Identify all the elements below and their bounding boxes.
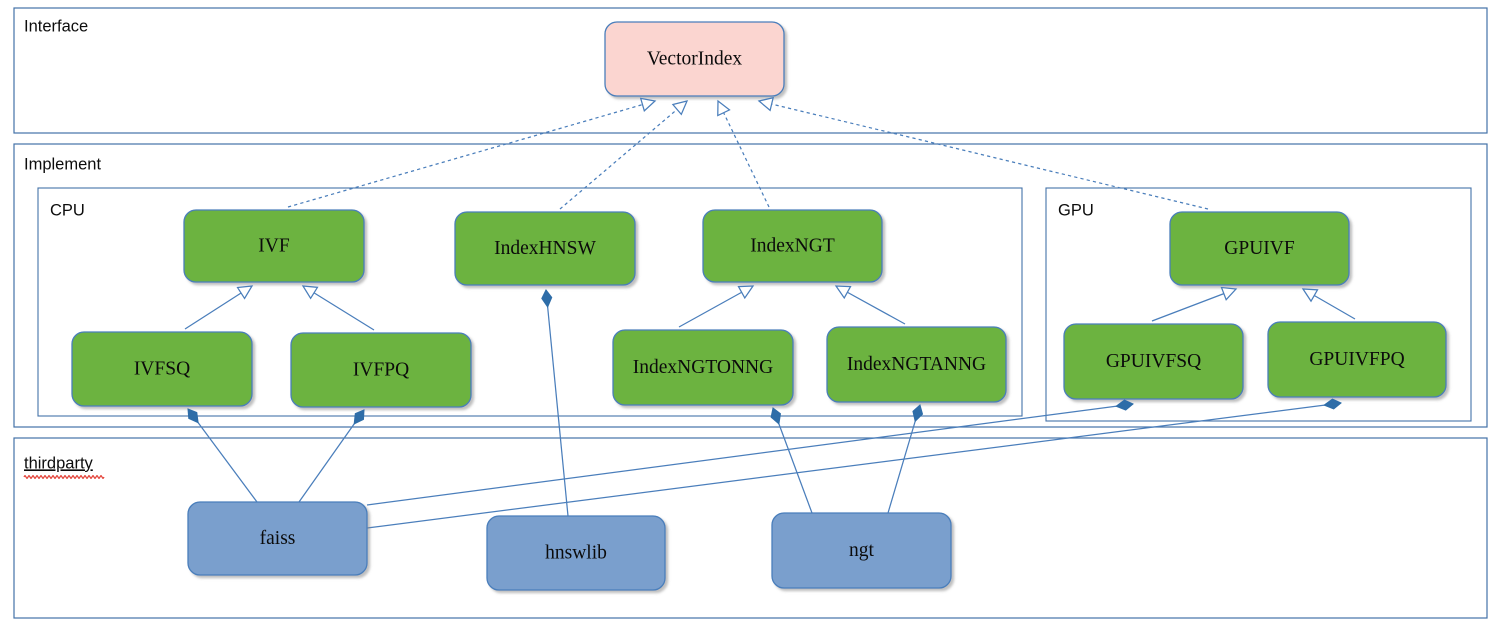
node-label-gpuivfsq: GPUIVFSQ <box>1106 351 1201 372</box>
arrowhead-diamond-e-hnswlib-indexhnsw <box>541 289 553 308</box>
edge-e-ngt-ngtonng <box>772 407 813 514</box>
arrowhead-triangle-e-ivf-vectorindex <box>639 97 657 112</box>
subgroup-frame-gpu <box>1045 187 1472 422</box>
node-ivfsq[interactable]: IVFSQ <box>71 331 253 407</box>
node-box-indexhnsw[interactable] <box>454 211 636 286</box>
subgroup-frames: CPU GPU <box>37 187 1472 422</box>
node-ivfpq[interactable]: IVFPQ <box>290 332 472 408</box>
edge-e-hnswlib-indexhnsw <box>545 289 569 517</box>
subgroup-label-cpu: CPU <box>50 201 85 219</box>
arrowhead-triangle-e-ngt-vectorindex <box>717 99 731 117</box>
node-gpuivf[interactable]: GPUIVF <box>1169 211 1350 286</box>
node-box-indexngtanng[interactable] <box>826 326 1007 403</box>
node-box-ngt[interactable] <box>771 512 952 589</box>
arrowhead-triangle-e-ivfpq-ivf <box>301 285 319 300</box>
node-box-indexngt[interactable] <box>702 209 883 283</box>
node-box-hnswlib[interactable] <box>486 515 666 591</box>
node-box-gpuivf[interactable] <box>1169 211 1350 286</box>
edge-arrowheads <box>187 96 1342 425</box>
arrowhead-diamond-e-faiss-gpuivfsq <box>1115 399 1134 411</box>
node-vectorindex[interactable]: VectorIndex <box>604 21 785 97</box>
edges <box>184 100 1356 529</box>
arrowhead-diamond-e-faiss-gpuivfpq <box>1323 398 1342 410</box>
arrowhead-triangle-e-ngtanng-indexngt <box>834 285 852 300</box>
node-indexhnsw[interactable]: IndexHNSW <box>454 211 636 286</box>
edge-e-ngtonng-indexngt <box>678 285 754 328</box>
node-label-ivfpq: IVFPQ <box>353 359 409 380</box>
node-box-faiss[interactable] <box>187 501 368 576</box>
node-label-vectorindex: VectorIndex <box>647 48 743 69</box>
edge-e-gpuivf-vectorindex <box>758 100 1209 210</box>
edge-e-ngt-vectorindex <box>717 100 770 208</box>
node-box-ivfsq[interactable] <box>71 331 253 407</box>
arrowhead-triangle-e-hnsw-vectorindex <box>671 100 689 116</box>
node-label-gpuivf: GPUIVF <box>1224 238 1295 259</box>
node-label-hnswlib: hnswlib <box>545 542 607 563</box>
edge-e-faiss-ivfpq <box>298 409 365 503</box>
arrowhead-diamond-e-faiss-ivfsq <box>187 408 199 424</box>
node-hnswlib[interactable]: hnswlib <box>486 515 666 591</box>
group-label-interface: Interface <box>24 17 88 35</box>
arrowhead-diamond-e-faiss-ivfpq <box>353 409 365 425</box>
node-ivf[interactable]: IVF <box>183 209 365 283</box>
node-box-gpuivfsq[interactable] <box>1063 323 1244 400</box>
node-label-gpuivfpq: GPUIVFPQ <box>1309 349 1404 370</box>
node-box-vectorindex[interactable] <box>604 21 785 97</box>
node-label-ngt: ngt <box>849 540 875 561</box>
node-label-indexngtanng: IndexNGTANNG <box>847 354 986 375</box>
arrowhead-diamond-e-ngt-ngtanng <box>912 404 924 423</box>
node-faiss[interactable]: faiss <box>187 501 368 576</box>
node-indexngtanng[interactable]: IndexNGTANNG <box>826 326 1007 403</box>
node-indexngtonng[interactable]: IndexNGTONNG <box>612 329 794 406</box>
node-label-indexhnsw: IndexHNSW <box>494 238 596 259</box>
group-label-implement: Implement <box>24 155 101 173</box>
node-box-gpuivfpq[interactable] <box>1267 321 1447 398</box>
node-indexngt[interactable]: IndexNGT <box>702 209 883 283</box>
subgroup-frame-cpu <box>37 187 1023 417</box>
edge-e-faiss-gpuivfsq <box>366 403 1134 506</box>
subgroup-gpu: GPU <box>1045 187 1472 422</box>
subgroup-cpu: CPU <box>37 187 1023 417</box>
node-gpuivfpq[interactable]: GPUIVFPQ <box>1267 321 1447 398</box>
node-label-ivf: IVF <box>258 235 290 256</box>
node-label-faiss: faiss <box>260 528 296 549</box>
node-ngt[interactable]: ngt <box>771 512 952 589</box>
spellcheck-underline-thirdparty <box>23 475 105 479</box>
arrowhead-triangle-e-ivfsq-ivf <box>236 285 254 300</box>
edge-e-faiss-gpuivfpq <box>366 402 1342 529</box>
subgroup-label-gpu: GPU <box>1058 201 1094 219</box>
node-gpuivfsq[interactable]: GPUIVFSQ <box>1063 323 1244 400</box>
edge-e-ivfpq-ivf <box>302 285 375 331</box>
edge-e-gpuivfsq-gpuivf <box>1151 288 1237 322</box>
arrowhead-triangle-e-ngtonng-indexngt <box>737 285 755 300</box>
edge-e-hnsw-vectorindex <box>559 100 688 210</box>
node-label-ivfsq: IVFSQ <box>134 358 190 379</box>
group-label-thirdparty: thirdparty <box>24 454 94 472</box>
node-box-indexngtonng[interactable] <box>612 329 794 406</box>
node-box-ivfpq[interactable] <box>290 332 472 408</box>
edge-e-ngt-ngtanng <box>887 404 921 514</box>
node-label-indexngt: IndexNGT <box>750 235 835 256</box>
arrowhead-diamond-e-ngt-ngtonng <box>770 407 782 425</box>
edge-e-faiss-ivfsq <box>187 408 258 503</box>
node-box-ivf[interactable] <box>183 209 365 283</box>
arrowhead-triangle-e-gpuivfsq-gpuivf <box>1220 286 1238 301</box>
arrowhead-triangle-e-gpuivfpq-gpuivf <box>1301 288 1319 303</box>
node-label-indexngtonng: IndexNGTONNG <box>633 357 773 378</box>
arrowhead-triangle-e-gpuivf-vectorindex <box>757 96 775 112</box>
